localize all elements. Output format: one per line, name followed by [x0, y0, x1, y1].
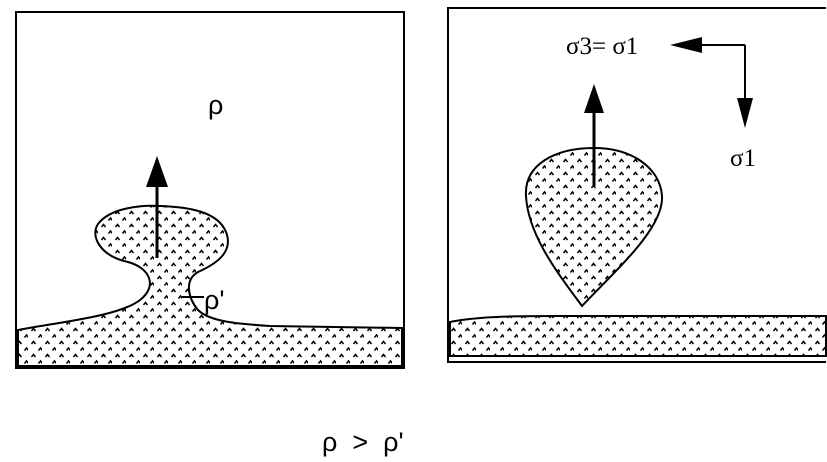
- right-panel: σ3= σ1 σ1: [448, 8, 826, 362]
- stress-horizontal-arrow-head: [670, 37, 702, 53]
- left-ascent-arrow-head: [146, 156, 168, 187]
- stress-equality-label: σ3= σ1: [566, 33, 638, 60]
- left-panel: ρ ρ': [16, 12, 404, 368]
- stress-vertical-arrow-head: [737, 98, 753, 128]
- density-relation-caption: ρ > ρ': [322, 427, 404, 457]
- right-ascent-arrow-head: [584, 84, 604, 113]
- rho-prime-label: ρ': [204, 285, 225, 315]
- sigma1-label: σ1: [730, 145, 756, 172]
- right-source-layer: [450, 316, 826, 356]
- rho-label: ρ: [208, 90, 223, 120]
